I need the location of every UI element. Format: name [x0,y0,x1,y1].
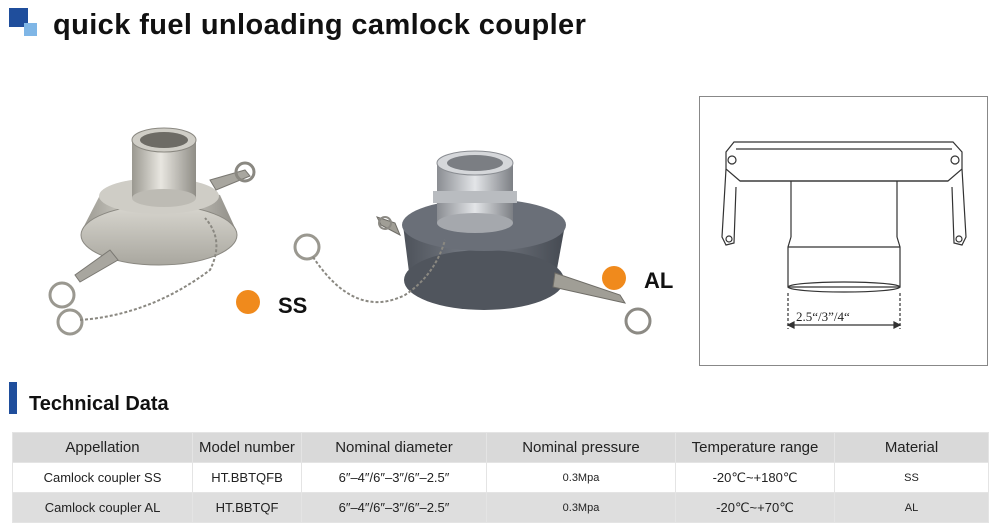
technical-drawing: 2.5“/3”/4“ [699,96,988,366]
al-coupler-photo [293,150,652,335]
header-temperature-range: Temperature range [675,432,835,463]
cell-material: AL [834,492,989,523]
cell-nominal-pressure: 0.3Mpa [486,492,676,523]
table-row: Camlock coupler SS HT.BBTQFB 6″–4″/6″–3″… [12,462,989,493]
cell-nominal-diameter: 6″–4″/6″–3″/6″–2.5″ [301,462,487,493]
cell-temperature-range: -20℃~+180℃ [675,462,835,493]
section-marker [9,382,17,414]
ss-label: SS [278,293,308,318]
cell-appellation: Camlock coupler SS [12,462,193,493]
ss-marker-dot [236,290,260,314]
header-appellation: Appellation [12,432,193,463]
al-marker-dot [602,266,626,290]
cell-temperature-range: -20℃~+70℃ [675,492,835,523]
cell-model-number: HT.BBTQFB [192,462,302,493]
ss-coupler-photo [48,127,256,336]
cell-material: SS [834,462,989,493]
coupler-diagram: 2.5“/3”/4“ [721,141,967,329]
table-header-row: Appellation Model number Nominal diamete… [12,432,989,463]
cell-nominal-pressure: 0.3Mpa [486,462,676,493]
header-nominal-pressure: Nominal pressure [486,432,676,463]
table-row: Camlock coupler AL HT.BBTQF 6″–4″/6″–3″/… [12,492,989,523]
title-bullet-icon [9,8,39,38]
header-model-number: Model number [192,432,302,463]
cell-appellation: Camlock coupler AL [12,492,193,523]
dimension-label: 2.5“/3”/4“ [796,309,850,324]
header-nominal-diameter: Nominal diameter [301,432,487,463]
section-title: Technical Data [29,393,169,415]
al-label: AL [644,268,674,293]
cell-model-number: HT.BBTQF [192,492,302,523]
technical-data-table: Appellation Model number Nominal diamete… [12,432,989,523]
page-title: quick fuel unloading camlock coupler [53,9,587,41]
cell-nominal-diameter: 6″–4″/6″–3″/6″–2.5″ [301,492,487,523]
header-material: Material [834,432,989,463]
